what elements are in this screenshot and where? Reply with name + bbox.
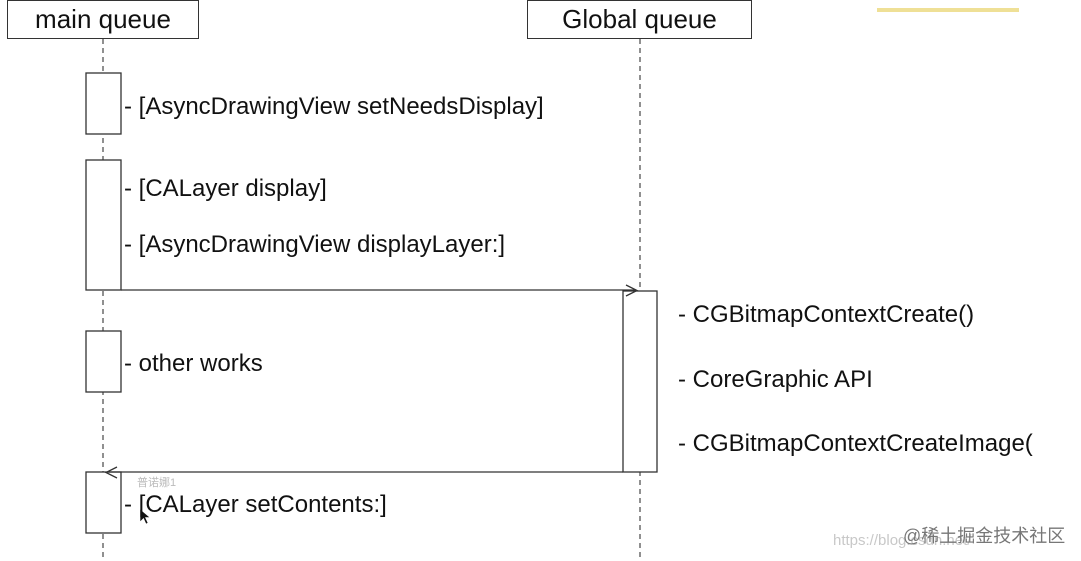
step-create-image: - CGBitmapContextCreateImage( bbox=[678, 430, 1033, 457]
async-dispatch-arrowhead bbox=[625, 284, 639, 297]
global-queue-header: Global queue bbox=[527, 0, 752, 39]
callback-arrowhead bbox=[104, 466, 118, 479]
activation-set-contents bbox=[85, 471, 122, 534]
watermark-brand: @稀土掘金技术社区 bbox=[903, 526, 1066, 546]
activation-set-needs-display bbox=[85, 72, 122, 135]
highlight-mark bbox=[877, 0, 1019, 12]
highlight-mark-shape bbox=[877, 8, 1019, 12]
activation-other-works bbox=[85, 330, 122, 393]
step-set-contents: - [CALayer setContents:] bbox=[124, 491, 387, 518]
watermark-url: https://blog.csdn.net/ bbox=[833, 532, 972, 549]
cursor-tooltip: 普诺娜1 bbox=[137, 477, 177, 489]
mouse-cursor-icon bbox=[139, 508, 151, 525]
step-bitmap-create: - CGBitmapContextCreate() bbox=[678, 301, 975, 328]
step-set-needs-display: - [AsyncDrawingView setNeedsDisplay] bbox=[124, 93, 544, 120]
activation-display bbox=[85, 159, 122, 291]
step-display-layer: - [AsyncDrawingView displayLayer:] bbox=[124, 231, 506, 258]
step-other-works: - other works bbox=[124, 350, 263, 377]
step-coregraphic-api: - CoreGraphic API bbox=[678, 366, 873, 393]
step-calayer-display: - [CALayer display] bbox=[124, 175, 327, 202]
main-queue-header: main queue bbox=[7, 0, 199, 39]
activation-global-drawing bbox=[622, 290, 658, 473]
